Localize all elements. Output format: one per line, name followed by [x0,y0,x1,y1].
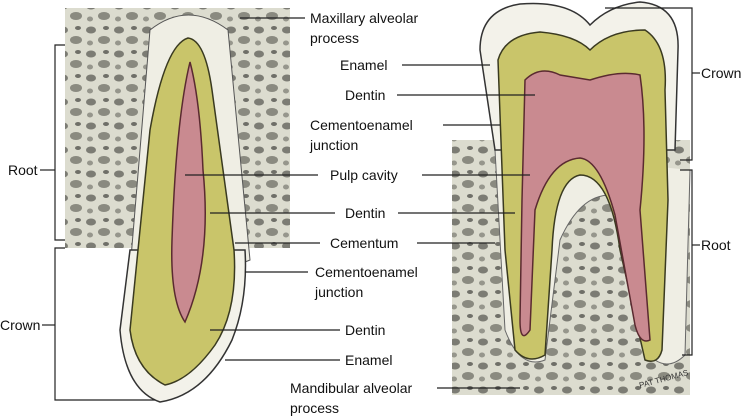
label-line: junction [310,137,359,153]
label-line: process [310,30,360,46]
brackets [40,7,700,401]
label-line: Cementoenamel [310,117,413,133]
right-pulp [519,70,651,342]
label-dentin-top: Dentin [345,87,386,103]
label-crown-right: Crown [701,65,742,81]
label-line: Maxillary alveolar [310,10,419,26]
label-crown-left: Crown [0,317,41,333]
label-line: Mandibular alveolar [290,380,413,396]
label-root-right: Root [701,237,731,253]
label-dentin-low: Dentin [345,322,386,338]
label-maxillary-alveolar-process: Maxillary alveolar process [310,8,418,48]
label-cementum: Cementum [330,235,399,251]
label-line: junction [315,284,364,300]
label-enamel-low: Enamel [345,352,393,368]
label-mandibular-alveolar-process: Mandibular alveolar process [290,378,412,418]
label-line: process [290,400,340,416]
label-pulp-cavity: Pulp cavity [330,167,398,183]
label-cementoenamel-junction-left: Cementoenamel junction [315,262,418,302]
label-line: Cementoenamel [315,264,418,280]
leader-lines [185,17,535,389]
label-enamel-top: Enamel [340,57,388,73]
label-root-left: Root [8,162,38,178]
left-pulp [171,61,206,324]
label-dentin-mid: Dentin [345,205,386,221]
label-cementoenamel-junction-top: Cementoenamel junction [310,115,413,155]
